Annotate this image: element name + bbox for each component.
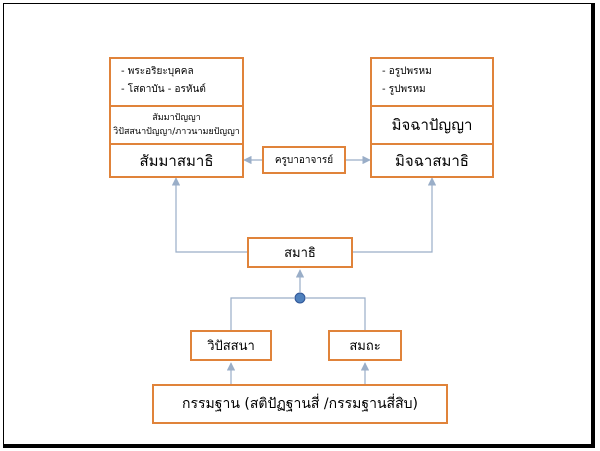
samatha-node: สมถะ <box>328 330 402 361</box>
diagram-frame <box>3 3 595 448</box>
connector-samadhi-to-miccha <box>353 177 437 253</box>
connector-samatha-to-junction <box>306 297 366 330</box>
right-brahma-list: - อรูปพรหม - รูปพรหม <box>372 59 492 105</box>
junction-dot <box>294 292 306 304</box>
connector-samadhi-to-samma <box>171 177 247 253</box>
miccha-panna-label: มิจฉาปัญญา <box>372 105 492 145</box>
left-node-group: - พระอริยะบุคคล - โสดาบัน - อรหันต์ สัมม… <box>109 57 244 178</box>
left-list-item: - พระอริยะบุคคล <box>121 66 194 77</box>
vipassana-node: วิปัสสนา <box>190 330 272 361</box>
connector-vipassana-to-junction <box>230 297 294 330</box>
left-wisdom-line: สัมมาปัญญา <box>152 113 201 123</box>
teacher-node: ครูบาอาจารย์ <box>262 146 346 174</box>
samadhi-node: สมาธิ <box>247 237 353 268</box>
left-wisdom-line: วิปัสสนาปัญญา/ภาวนามยปัญญา <box>113 127 240 137</box>
left-list-item: - โสดาบัน - อรหันต์ <box>121 84 206 95</box>
right-node-group: - อรูปพรหม - รูปพรหม มิจฉาปัญญา มิจฉาสมา… <box>370 57 494 178</box>
kammatthana-node: กรรมฐาน (สติปัฏฐานสี่ /กรรมฐานสี่สิบ) <box>152 384 448 424</box>
left-person-list: - พระอริยะบุคคล - โสดาบัน - อรหันต์ <box>111 59 242 105</box>
left-wisdom-cell: สัมมาปัญญา วิปัสสนาปัญญา/ภาวนามยปัญญา <box>111 105 242 145</box>
right-list-item: - รูปพรหม <box>382 84 426 95</box>
samma-samadhi-label: สัมมาสมาธิ <box>139 151 214 170</box>
right-list-item: - อรูปพรหม <box>382 66 432 77</box>
miccha-samadhi-label: มิจฉาสมาธิ <box>395 151 469 170</box>
